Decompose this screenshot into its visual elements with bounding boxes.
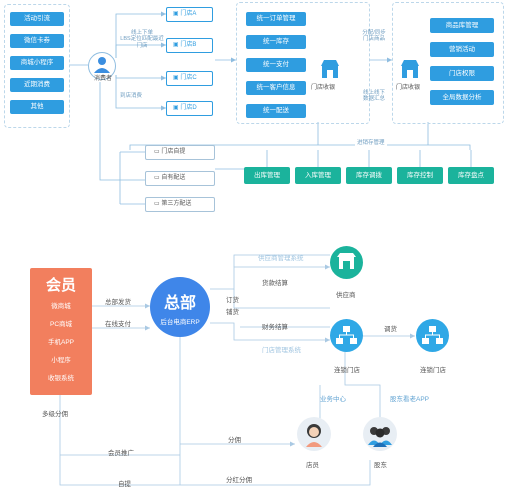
channel-activity[interactable]: 活动引流 <box>10 12 64 26</box>
shareholder-node[interactable] <box>363 417 397 451</box>
supplier-node[interactable] <box>330 246 363 279</box>
delivery-third-party-label: 第三方配送 <box>161 201 192 207</box>
delivery-third-party[interactable]: ▭ 第三方配送 <box>145 197 215 212</box>
unified-customer[interactable]: 统一客户信息 <box>246 81 306 95</box>
store-transfer-label: 调货 <box>384 326 397 333</box>
marketing[interactable]: 营销活动 <box>430 42 494 57</box>
store-permission[interactable]: 门店权限 <box>430 66 494 81</box>
chain-store-a-icon <box>336 326 357 344</box>
member-title: 会员 <box>45 277 76 294</box>
channel-wechat-card[interactable]: 微信卡券 <box>10 34 64 48</box>
hq-ship-label: 总部发货 <box>105 299 131 306</box>
supply-chain-label: 进销存管理 <box>355 140 387 147</box>
store-d-label: 门店D <box>180 105 197 111</box>
hq-pay-label: 在线支付 <box>105 321 131 328</box>
store-cashier-right-icon <box>401 60 419 78</box>
hq-title: 总部 <box>163 295 196 312</box>
unified-panel <box>236 2 370 124</box>
consumer-icon <box>94 57 110 73</box>
store-settle-label: 财务结算 <box>262 324 288 331</box>
chain-store-b-node[interactable] <box>416 319 449 352</box>
channel-panel <box>4 4 70 128</box>
delivery-pickup[interactable]: ▭ 门店自提 <box>145 145 215 160</box>
store-c-label: 门店C <box>180 75 197 81</box>
bottom-connectors <box>57 254 415 486</box>
unified-delivery[interactable]: 统一配送 <box>246 104 306 118</box>
consumer-note-instore: 到店消费 <box>120 93 143 99</box>
supplier-icon <box>337 253 356 269</box>
chain-store-a-label: 连锁门店 <box>334 367 360 374</box>
store-c[interactable]: ▣ 门店C <box>166 71 213 86</box>
hq-order-label: 订货 <box>226 297 239 304</box>
store-cashier-left-label: 门店收银 <box>311 85 336 91</box>
store-cashier-right-label: 门店收银 <box>396 85 421 91</box>
shareholder-icon <box>368 427 392 447</box>
dividend-label: 分红分佣 <box>226 477 252 484</box>
store-a[interactable]: ▣ 门店A <box>166 7 213 22</box>
business-center-label: 业务中心 <box>320 396 346 403</box>
inventory-count[interactable]: 库存盘点 <box>448 167 494 184</box>
consumer-label: 消费者 <box>93 76 112 82</box>
clerk-node[interactable] <box>297 417 331 451</box>
chain-store-a-node[interactable] <box>330 319 363 352</box>
unified-order[interactable]: 统一订单管理 <box>246 12 306 26</box>
channel-mall-miniprogram[interactable]: 商城小程序 <box>10 56 64 70</box>
supply-chain-connectors <box>215 150 472 170</box>
hq-node[interactable]: 总部 后台电商ERP <box>150 277 210 337</box>
store-cashier-icon <box>321 60 339 78</box>
member-item-cashier[interactable]: 收银系统 <box>48 375 74 382</box>
store-b-label: 门店B <box>180 42 197 48</box>
commission-label: 分佣 <box>228 437 241 444</box>
member-promote-label: 会员推广 <box>108 450 134 457</box>
inventory-transfer[interactable]: 库存调拨 <box>346 167 392 184</box>
top-connectors <box>70 11 471 205</box>
unified-payment[interactable]: 统一支付 <box>246 58 306 72</box>
member-item-mall[interactable]: 微商城 <box>51 303 71 310</box>
delivery-own-label: 自有配送 <box>161 175 186 181</box>
channel-recent-consume[interactable]: 近期消费 <box>10 78 64 92</box>
store-d[interactable]: ▣ 门店D <box>166 101 213 116</box>
store-system-label: 门店管理系统 <box>262 347 301 354</box>
hq-subtitle: 后台电商ERP <box>160 319 200 326</box>
global-analytics[interactable]: 全局数据分析 <box>430 90 494 105</box>
delivery-pickup-label: 门店自提 <box>161 149 186 155</box>
member-item-miniprogram[interactable]: 小程序 <box>51 357 71 364</box>
shareholder-label: 股东 <box>374 462 387 469</box>
delivery-own[interactable]: ▭ 自有配送 <box>145 171 215 186</box>
clerk-label: 店员 <box>306 462 319 469</box>
store-b[interactable]: ▣ 门店B <box>166 38 213 53</box>
chain-store-b-icon <box>422 326 443 344</box>
member-caption: 多级分佣 <box>42 411 68 418</box>
channel-other[interactable]: 其他 <box>10 100 64 114</box>
supplier-label: 供应商 <box>336 292 356 299</box>
inventory-control[interactable]: 库存控制 <box>397 167 443 184</box>
member-item-pc[interactable]: PC商城 <box>49 321 73 328</box>
note-distribute: 分配/同步 门店商品 <box>362 30 386 43</box>
supplier-system-label: 供应商管理系统 <box>258 255 304 262</box>
note-upload: 线上线下 数据汇总 <box>362 90 385 103</box>
self-pickup-label: 自提 <box>118 481 131 488</box>
hq-sales-label: 铺货 <box>226 309 239 316</box>
supplier-settle-label: 货款结算 <box>262 280 288 287</box>
consumer-note-online: 线上下单 LBS定位匹配最近门店 <box>120 30 164 49</box>
consumer-node <box>88 52 116 80</box>
outbound-management[interactable]: 出库管理 <box>244 167 290 184</box>
member-item-app[interactable]: 手机APP <box>47 339 74 346</box>
right-panel <box>392 2 504 124</box>
chain-store-b-label: 连锁门店 <box>420 367 446 374</box>
unified-inventory[interactable]: 统一库存 <box>246 35 306 49</box>
inbound-management[interactable]: 入库管理 <box>295 167 341 184</box>
member-panel[interactable]: 会员 微商城 PC商城 手机APP 小程序 收银系统 <box>30 268 92 395</box>
product-library[interactable]: 商品库管理 <box>430 18 494 33</box>
shareholder-app-label: 股东看老APP <box>390 396 430 403</box>
store-a-label: 门店A <box>180 11 197 17</box>
clerk-icon <box>306 424 322 447</box>
